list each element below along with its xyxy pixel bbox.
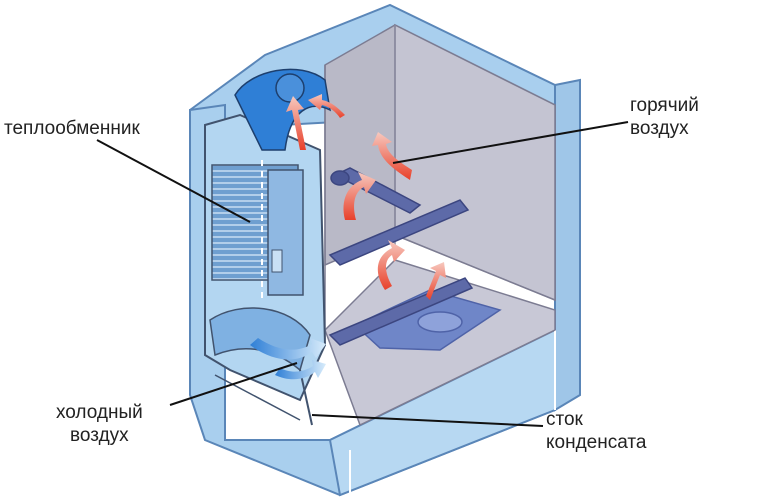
leader-line-heat-exchanger (96, 139, 251, 223)
condensate-channel (214, 374, 301, 421)
label-cold-air: холодный воздух (56, 401, 143, 447)
label-cold-air-line1: холодный (56, 402, 143, 423)
hot-air-arrow (343, 172, 376, 220)
lower-spray-arm (328, 277, 474, 346)
leader-line-drain (311, 414, 544, 427)
hot-air-arrow (308, 94, 345, 118)
heat-exchanger-port (271, 249, 283, 273)
hot-air-arrow (372, 132, 412, 180)
upper-spray-arm (328, 199, 470, 266)
cabinet-right-wall (554, 78, 581, 412)
label-heat-exchanger-text: теплообменник (4, 118, 140, 139)
heat-exchanger-side (267, 169, 304, 296)
cold-air-arrow (275, 360, 326, 380)
label-hot-air-line2: воздух (630, 118, 689, 139)
label-hot-air-line1: горячий (630, 95, 699, 116)
leader-lines (96, 121, 629, 427)
cold-air-arrows (250, 338, 326, 380)
spray-arms (328, 167, 474, 346)
label-hot-air: горячий воздух (630, 94, 699, 140)
tub-interior (324, 23, 556, 427)
top-air-duct (234, 68, 331, 151)
hot-air-arrow (426, 262, 446, 300)
condensate-channel (299, 369, 313, 426)
feed-tube-nozzle (330, 170, 350, 186)
label-heat-exchanger: теплообменник (4, 117, 140, 140)
cold-air-arrow (250, 338, 326, 360)
label-cold-air-line2: воздух (70, 425, 129, 446)
label-drain-line2: конденсата (546, 432, 647, 453)
drain-filter (417, 311, 463, 333)
door-panel (204, 68, 331, 426)
duct-fan (275, 73, 305, 103)
label-drain-line1: сток (546, 409, 583, 430)
feed-tube (333, 167, 422, 214)
hot-air-arrows (286, 94, 446, 300)
label-drain: сток конденсата (546, 408, 646, 454)
leader-line-hot-air (392, 121, 629, 164)
hot-air-arrow (286, 96, 306, 150)
leader-line-cold-air (169, 362, 298, 406)
tub-right-wall (394, 23, 556, 302)
hot-air-arrow (377, 240, 405, 290)
